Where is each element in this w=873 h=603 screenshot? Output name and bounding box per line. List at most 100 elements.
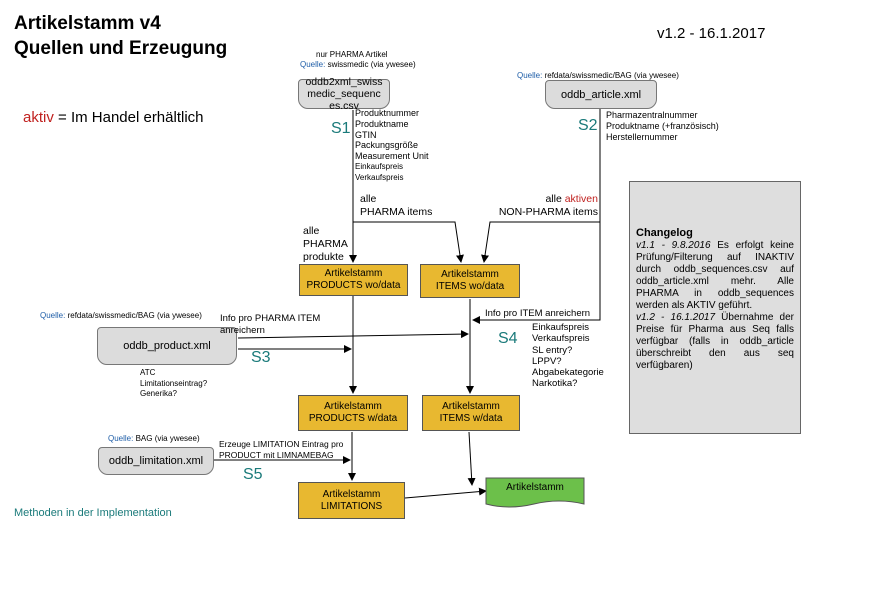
s4-field: Abgabekategorie xyxy=(532,367,604,379)
changelog-v12-label: v1.2 - 16.1.2017 xyxy=(636,312,716,323)
arrow-s3-items xyxy=(237,330,469,339)
s3-origin: refdata/swissmedic/BAG (via ywesee) xyxy=(67,311,202,320)
arrow-s2-items xyxy=(481,108,601,263)
final-shape xyxy=(485,477,585,508)
label-line: alle aktiven xyxy=(490,193,598,206)
s2-quelle-label: Quelle: xyxy=(517,71,543,80)
changelog-v11-label: v1.1 - 9.8.2016 xyxy=(636,240,711,251)
s1-field: GTIN xyxy=(355,129,377,140)
box-line: PRODUCTS wo/data xyxy=(306,280,401,291)
s1-quelle-label: Quelle: xyxy=(300,60,326,69)
final-label: Artikelstamm xyxy=(506,482,564,493)
box-line: Artikelstamm xyxy=(441,269,499,280)
s1-origin: swissmedic (via ywesee) xyxy=(327,60,416,69)
label-line: produkte xyxy=(303,251,344,263)
s3-field: Limitationseintrag? xyxy=(140,378,208,388)
s1-field: Produktname xyxy=(355,118,409,129)
s4-field: Verkaufspreis xyxy=(532,333,590,345)
s4-field: SL entry? xyxy=(532,344,573,356)
changelog-v12-text: Übernahme der Preise für Pharma aus Seq … xyxy=(636,312,795,371)
s1-field: Measurement Unit xyxy=(355,151,429,162)
s3-field: Generika? xyxy=(140,389,177,398)
file-oddb2xml-sequences: oddb2xml_swissmedic_sequences.csv xyxy=(298,76,390,112)
s2-fields: Pharmazentralnummer Produktname (+franzö… xyxy=(606,110,719,143)
s3-field: ATC xyxy=(140,368,156,377)
title-line-1: Artikelstamm v4 xyxy=(14,13,161,34)
changelog-heading: Changelog xyxy=(636,227,693,239)
tag-s5: S5 xyxy=(243,466,263,483)
legend-aktiv: aktiv xyxy=(23,109,54,126)
changelog-entry-v11: v1.1 - 9.8.2016 Es erfolgt keine Prüfung… xyxy=(636,240,794,312)
methods-label: Methoden in der Implementation xyxy=(14,507,172,519)
legend: aktiv = Im Handel erhältlich xyxy=(23,109,204,126)
s4-field: Einkaufspreis xyxy=(532,322,590,333)
s1-source: Quelle: swissmedic (via ywesee) xyxy=(300,60,416,71)
box-line: LIMITATIONS xyxy=(320,500,383,512)
s1-note: nur PHARMA Artikel xyxy=(316,50,388,59)
s5-quelle-label: Quelle: xyxy=(108,434,134,443)
arrow-s2-enrich xyxy=(472,222,601,324)
s2-field: Herstellernummer xyxy=(606,132,678,142)
label-alle-aktiven: alle aktiven NON-PHARMA items xyxy=(490,193,598,219)
s3-file-name: oddb_product.xml xyxy=(123,340,211,352)
arrow-s1-items xyxy=(353,221,464,263)
s1-field: Produktnummer xyxy=(355,108,420,118)
file-oddb-limitation: oddb_limitation.xml xyxy=(98,447,214,475)
label-line: PHARMA items xyxy=(360,206,433,218)
s1-field: Verkaufspreis xyxy=(355,172,404,182)
label-line: anreichern xyxy=(220,325,265,336)
box-line: ITEMS wo/data xyxy=(435,281,505,292)
arrow-items-final xyxy=(467,431,476,486)
changelog-panel: Changelog v1.1 - 9.8.2016 Es erfolgt kei… xyxy=(629,181,801,434)
box-line: Artikelstamm xyxy=(324,401,382,412)
label-line: PHARMA xyxy=(303,238,348,250)
s5-origin: BAG (via ywesee) xyxy=(135,434,200,443)
label-line: NON-PHARMA items xyxy=(498,206,598,218)
tag-s3: S3 xyxy=(251,349,271,366)
s2-file-name: oddb_article.xml xyxy=(560,88,642,101)
tag-s1: S1 xyxy=(331,120,351,137)
title-line-2: Quellen und Erzeugung xyxy=(14,38,228,59)
s4-fields: Einkaufspreis Verkaufspreis SL entry? LP… xyxy=(532,322,604,390)
tag-s2: S2 xyxy=(578,117,598,134)
s2-source: Quelle: refdata/swissmedic/BAG (via ywes… xyxy=(517,71,679,82)
file-oddb-product: oddb_product.xml xyxy=(97,327,237,365)
s1-fields: Produktnummer Produktname GTIN Packungsg… xyxy=(355,108,429,184)
label-line: alle xyxy=(303,225,320,237)
s3-fields: ATC Limitationseintrag? Generika? xyxy=(140,368,207,400)
s2-field: Produktname (+französisch) xyxy=(606,121,719,131)
changelog-v11-text: Es erfolgt keine Prüfung/Filterung auf I… xyxy=(636,240,794,311)
s4-field: Narkotika? xyxy=(532,378,578,390)
s4-field: LPPV? xyxy=(532,355,562,367)
box-line: ITEMS w/data xyxy=(439,413,503,424)
label-limitation: Erzeuge LIMITATION Eintrag pro PRODUCT m… xyxy=(219,439,343,460)
s1-field: Einkaufspreis xyxy=(355,161,404,171)
legend-text: = Im Handel erhältlich xyxy=(53,109,204,126)
title: Artikelstamm v4 Quellen und Erzeugung xyxy=(14,11,227,61)
label-line: Info pro PHARMA ITEM xyxy=(220,313,321,324)
label-alle-pharma-produkte: alle PHARMA produkte xyxy=(303,225,348,264)
label-info-pharma-item: Info pro PHARMA ITEM anreichern xyxy=(220,313,320,337)
label-line: alle xyxy=(360,193,377,205)
version-label: v1.2 - 16.1.2017 xyxy=(657,25,766,42)
label-aktiven: aktiven xyxy=(564,193,598,205)
s1-field: Packungsgröße xyxy=(355,140,419,151)
file-oddb-article: oddb_article.xml xyxy=(545,80,657,109)
label-alle: alle xyxy=(545,193,565,205)
s2-field: Pharmazentralnummer xyxy=(606,110,698,120)
label-alle-pharma-items: alle PHARMA items xyxy=(360,193,432,219)
box-line: Artikelstamm xyxy=(324,268,383,279)
arrow-limitations-final xyxy=(404,487,487,499)
tag-s4: S4 xyxy=(498,330,518,347)
s1-file-name: oddb2xml_swissmedic_sequences.csv xyxy=(305,76,383,112)
box-line: PRODUCTS w/data xyxy=(308,413,398,424)
s3-quelle-label: Quelle: xyxy=(40,311,66,320)
label-line: Erzeuge LIMITATION Eintrag pro xyxy=(219,439,344,449)
box-artikelstamm-final xyxy=(485,477,585,508)
